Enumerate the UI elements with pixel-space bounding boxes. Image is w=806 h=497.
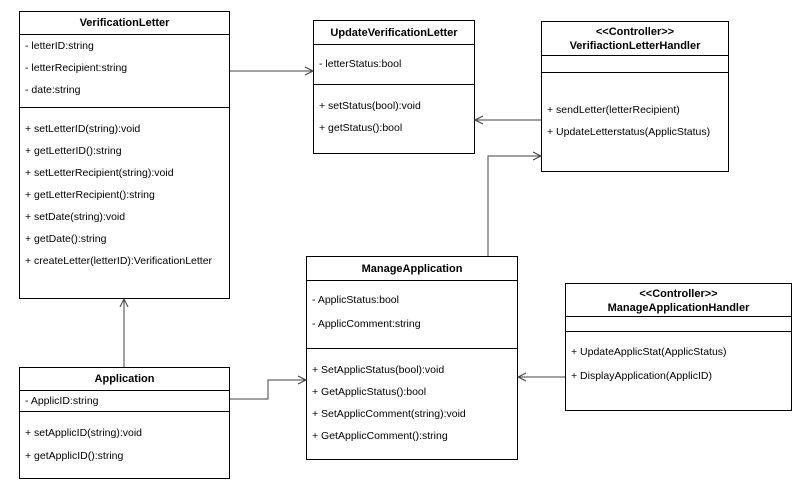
class-name: UpdateVerificationLetter: [330, 27, 458, 39]
class-update-verification-letter[interactable]: UpdateVerificationLetter - letterStatus:…: [313, 20, 475, 154]
arrowhead-open: [119, 297, 129, 308]
attributes-compartment: [542, 56, 728, 73]
attribute-row: - ApplicComment:string: [312, 318, 421, 330]
class-header: UpdateVerificationLetter: [314, 21, 474, 45]
attributes-compartment: [566, 317, 791, 332]
method-row: + getStatus():bool: [319, 122, 403, 134]
methods-compartment: + setLetterID(string):void + getLetterID…: [20, 108, 229, 298]
attribute-row: - ApplicID:string: [25, 395, 99, 407]
attribute-row: - date:string: [25, 84, 81, 96]
method-row: + UpdateLetterstatus(ApplicStatus): [547, 126, 711, 138]
method-row: + setLetterRecipient(string):void: [25, 167, 174, 179]
arrowhead-open: [297, 375, 308, 385]
attributes-compartment: - letterID:string - letterRecipient:stri…: [20, 35, 229, 108]
association-manage-to-handler: [487, 155, 540, 256]
methods-compartment: + setApplicID(string):void + getApplicID…: [20, 412, 229, 478]
method-row: + DisplayApplication(ApplicID): [571, 370, 712, 382]
class-header: Application: [20, 368, 229, 391]
method-row: + getApplicID():string: [25, 450, 124, 462]
method-row: + UpdateApplicStat(ApplicStatus): [571, 346, 727, 358]
class-manage-application[interactable]: ManageApplication - ApplicStatus:bool - …: [306, 256, 518, 460]
class-name: Application: [94, 373, 155, 385]
method-row: + GetApplicComment():string: [312, 430, 448, 442]
methods-compartment: + SetApplicStatus(bool):void + GetApplic…: [307, 349, 517, 459]
class-manage-application-handler[interactable]: <<Controller>> ManageApplicationHandler …: [565, 283, 792, 411]
class-name: VerificationLetter: [79, 17, 170, 29]
class-name: VerifiactionLetterHandler: [569, 40, 701, 52]
methods-compartment: + UpdateApplicStat(ApplicStatus) + Displ…: [566, 332, 791, 410]
association-application-to-manage: [230, 379, 305, 400]
attribute-row: - ApplicStatus:bool: [312, 294, 399, 306]
arrowhead-open: [516, 372, 527, 382]
method-row: + getLetterID():string: [25, 145, 122, 157]
class-application[interactable]: Application - ApplicID:string + setAppli…: [19, 367, 230, 479]
attribute-row: - letterID:string: [25, 40, 94, 52]
attributes-compartment: - letterStatus:bool: [314, 45, 474, 85]
arrowhead-open: [304, 66, 315, 76]
attributes-compartment: - ApplicID:string: [20, 391, 229, 412]
method-row: + GetApplicStatus():bool: [312, 386, 427, 398]
method-row: + SetApplicComment(string):void: [312, 408, 466, 420]
class-stereotype: <<Controller>>: [595, 26, 675, 38]
method-row: + createLetter(letterID):VerificationLet…: [25, 255, 213, 267]
method-row: + sendLetter(letterRecipient): [547, 104, 680, 116]
class-header: VerificationLetter: [20, 12, 229, 35]
method-row: + getDate():string: [25, 233, 107, 245]
class-name: ManageApplication: [361, 263, 463, 275]
method-row: + setApplicID(string):void: [25, 427, 143, 439]
class-stereotype: <<Controller>>: [639, 288, 718, 300]
class-verification-letter[interactable]: VerificationLetter - letterID:string - l…: [19, 11, 230, 299]
method-row: + SetApplicStatus(bool):void: [312, 364, 445, 376]
method-row: + setDate(string):void: [25, 211, 126, 223]
method-row: + setLetterID(string):void: [25, 123, 141, 135]
attribute-row: - letterStatus:bool: [319, 58, 402, 70]
method-row: + getLetterRecipient():string: [25, 189, 155, 201]
class-header: <<Controller>> VerifiactionLetterHandler: [542, 22, 728, 56]
arrowhead-open: [532, 151, 543, 161]
methods-compartment: + sendLetter(letterRecipient) + UpdateLe…: [542, 73, 728, 171]
class-header: <<Controller>> ManageApplicationHandler: [566, 284, 791, 317]
method-row: + setStatus(bool):void: [319, 100, 421, 112]
attributes-compartment: - ApplicStatus:bool - ApplicComment:stri…: [307, 281, 517, 349]
class-name: ManageApplicationHandler: [607, 302, 750, 314]
attribute-row: - letterRecipient:string: [25, 62, 128, 74]
class-verification-letter-handler[interactable]: <<Controller>> VerifiactionLetterHandler…: [541, 21, 729, 172]
methods-compartment: + setStatus(bool):void + getStatus():boo…: [314, 85, 474, 153]
class-header: ManageApplication: [307, 257, 517, 281]
arrowhead-open: [473, 115, 484, 125]
